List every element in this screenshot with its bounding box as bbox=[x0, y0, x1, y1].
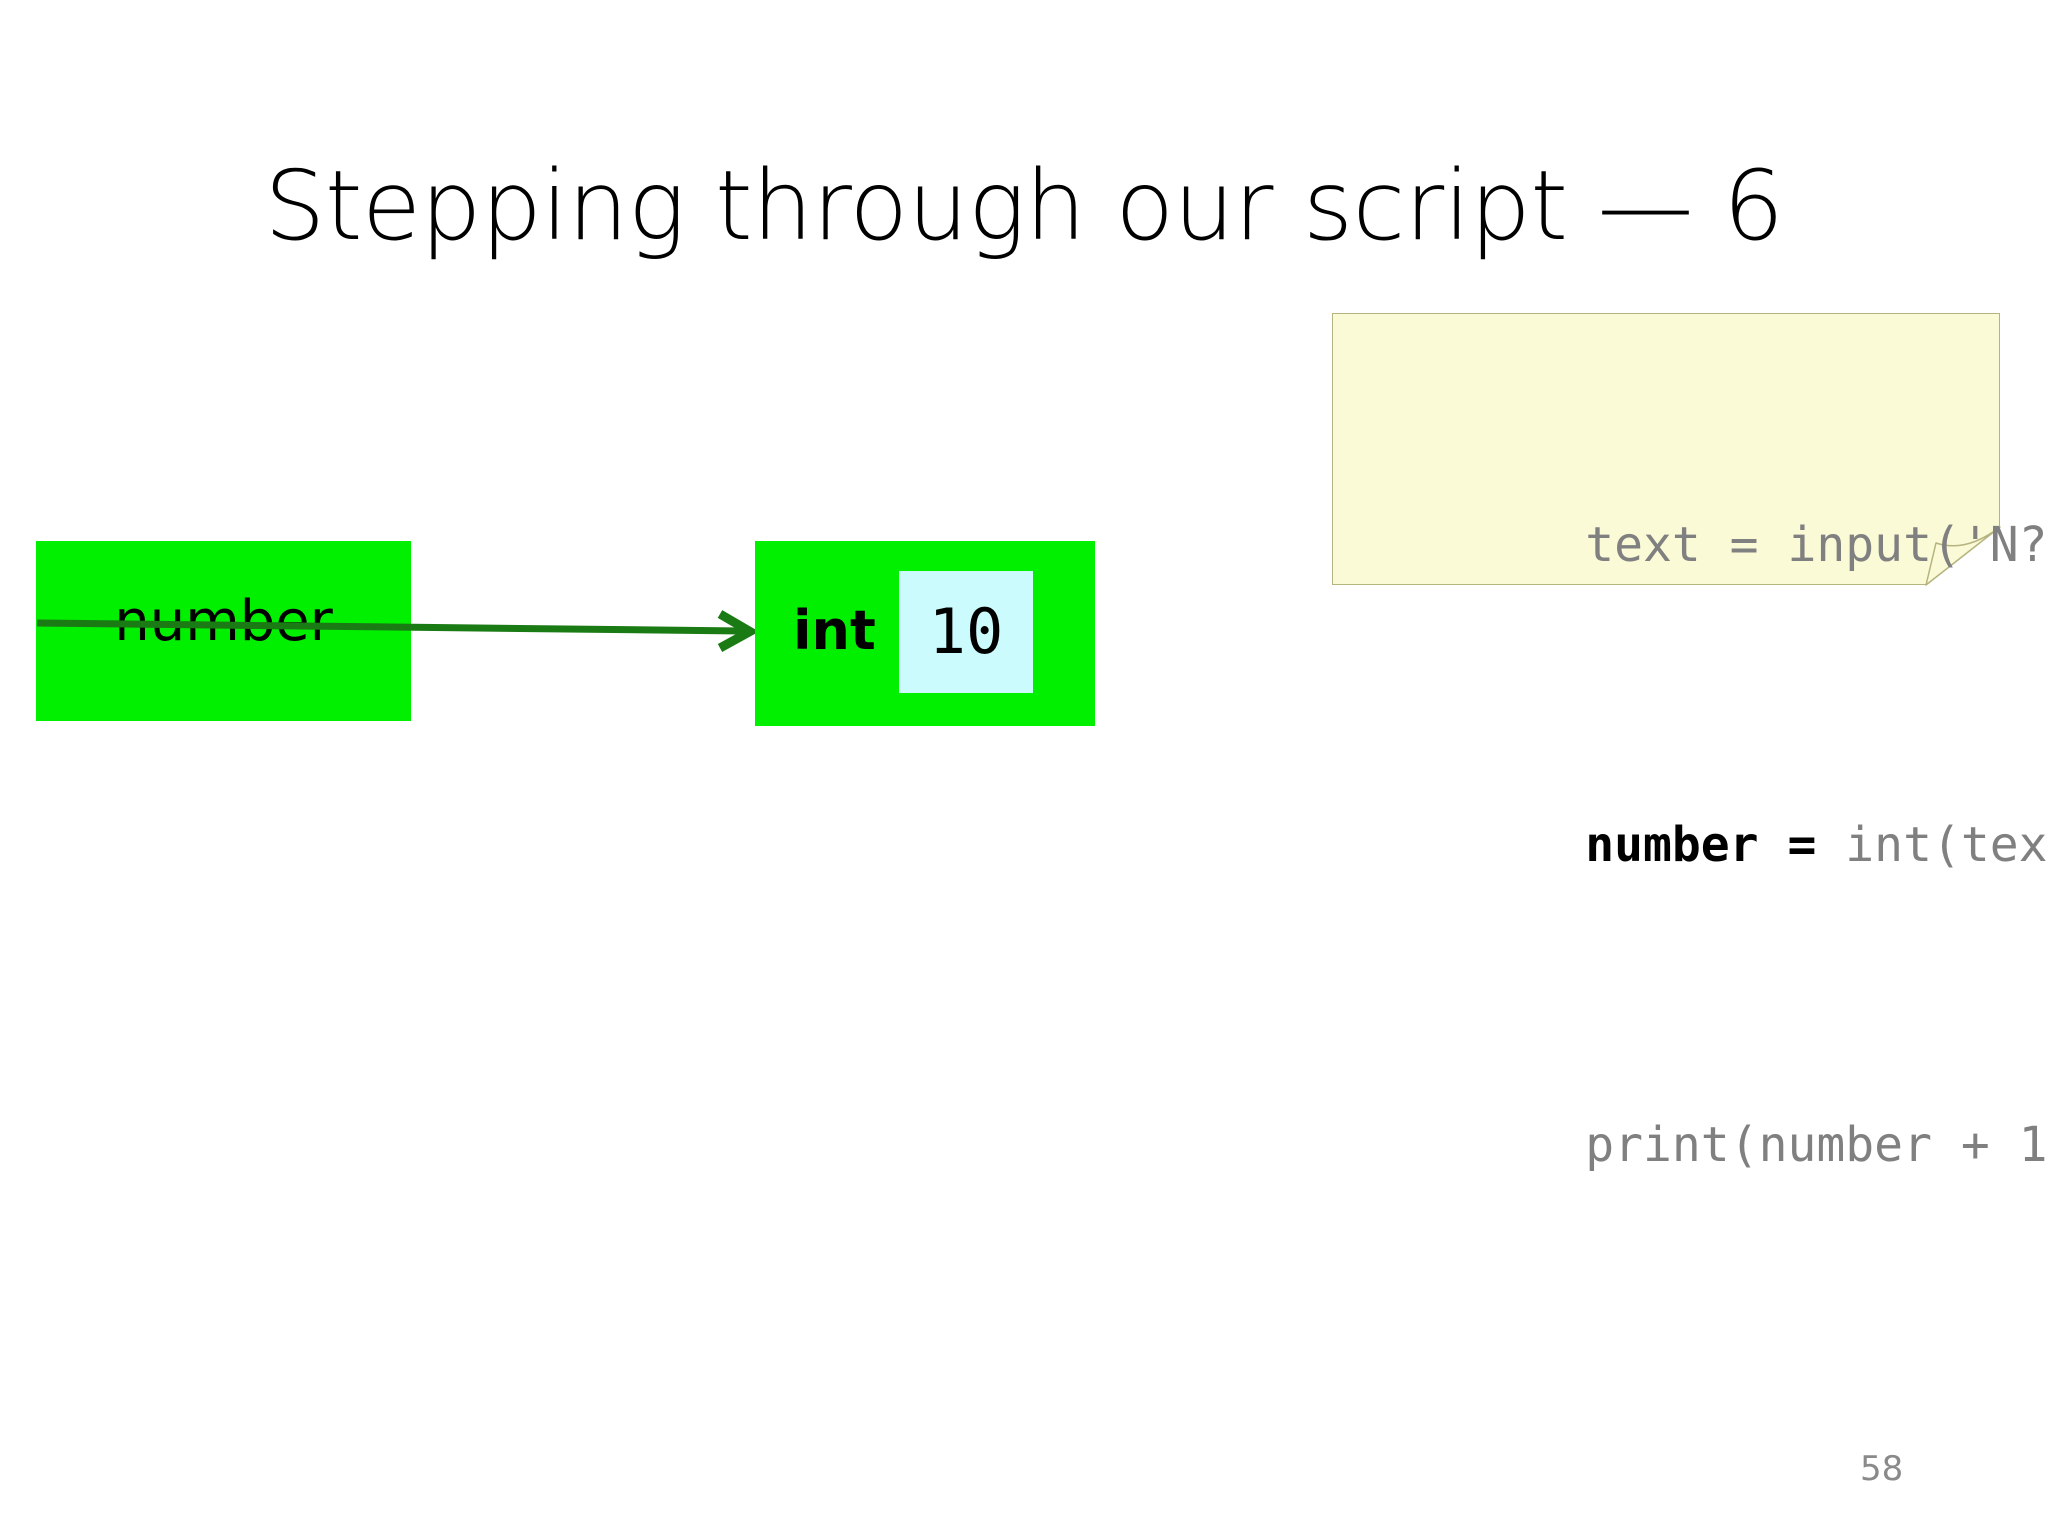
object-value-chip: 10 bbox=[899, 571, 1033, 693]
page-fold-icon bbox=[1925, 526, 2001, 586]
code-line-2-rest: int(text) bbox=[1845, 817, 2048, 873]
object-type-label: int bbox=[793, 599, 876, 662]
code-note-paper bbox=[1332, 313, 2000, 585]
variable-box: number bbox=[36, 541, 411, 721]
code-line-2: number = int(text) bbox=[1354, 755, 2048, 935]
code-note-lines: text = input('N?␣') number = int(text) p… bbox=[1354, 335, 2048, 1355]
code-line-1-text: text = input('N?␣') bbox=[1585, 517, 2048, 573]
object-value-text: 10 bbox=[928, 595, 1004, 668]
code-note: text = input('N?␣') number = int(text) p… bbox=[1332, 313, 2048, 1173]
object-box: int 10 bbox=[755, 541, 1095, 726]
variable-name-label: number bbox=[114, 589, 333, 654]
code-line-3-text: print(number + 1) bbox=[1585, 1117, 2048, 1173]
page-title: Stepping through our script — 6 bbox=[264, 150, 1784, 262]
code-line-3: print(number + 1) bbox=[1354, 1055, 2048, 1235]
code-line-2-highlight: number = bbox=[1585, 817, 1846, 873]
code-line-1: text = input('N?␣') bbox=[1354, 455, 2048, 635]
page-number: 58 bbox=[1860, 1449, 1904, 1489]
